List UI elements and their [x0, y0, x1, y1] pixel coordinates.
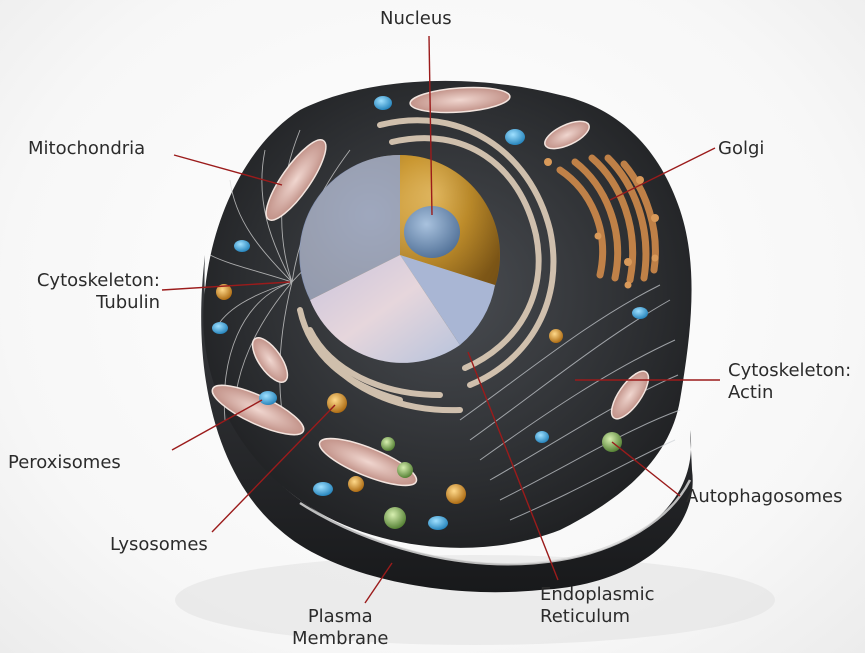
label-actin: Cytoskeleton: Actin: [728, 360, 851, 404]
label-nucleus: Nucleus: [380, 8, 452, 30]
label-autophagosomes: Autophagosomes: [686, 486, 842, 508]
label-plasma-membrane: Plasma Membrane: [292, 606, 388, 650]
label-golgi: Golgi: [718, 138, 764, 160]
label-endoplasmic-reticulum: Endoplasmic Reticulum: [540, 584, 655, 628]
label-peroxisomes: Peroxisomes: [8, 452, 121, 474]
label-tubulin: Cytoskeleton: Tubulin: [10, 270, 160, 314]
label-mitochondria: Mitochondria: [28, 138, 145, 160]
label-lysosomes: Lysosomes: [110, 534, 208, 556]
